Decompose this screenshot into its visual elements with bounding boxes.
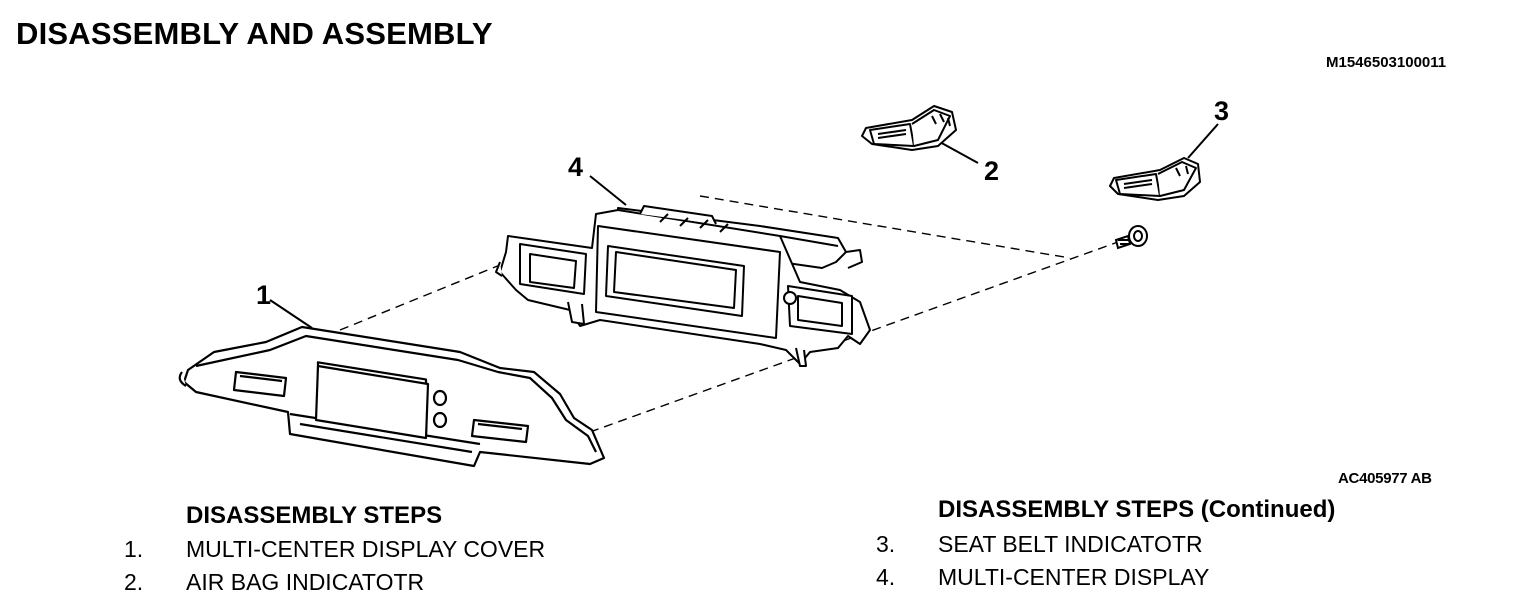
- step-number: 2.: [124, 569, 144, 595]
- step-number: 3.: [876, 531, 896, 557]
- document-code: M1546503100011: [1326, 54, 1447, 71]
- steps-heading-right: DISASSEMBLY STEPS (Continued): [938, 496, 1336, 523]
- step-text: MULTI-CENTER DISPLAY: [938, 564, 1210, 590]
- step-text: MULTI-CENTER DISPLAY COVER: [186, 536, 546, 562]
- callout-2: 2: [984, 156, 1000, 186]
- step-number: 1.: [124, 536, 144, 562]
- figure-code: AC405977 AB: [1338, 470, 1432, 487]
- page-title: DISASSEMBLY AND ASSEMBLY: [16, 16, 493, 51]
- step-text: AIR BAG INDICATOTR: [186, 569, 425, 595]
- step-text: SEAT BELT INDICATOTR: [938, 531, 1203, 557]
- step-number: 4.: [876, 564, 896, 590]
- callout-3: 3: [1214, 96, 1230, 126]
- callout-4: 4: [568, 152, 584, 182]
- multi-center-display-cover: [178, 325, 606, 468]
- callout-1: 1: [256, 280, 272, 310]
- screw: [1114, 225, 1148, 250]
- seat-belt-indicator-connector: [1109, 157, 1201, 201]
- air-bag-indicator-connector: [861, 105, 957, 151]
- multi-center-display-unit: [495, 205, 871, 367]
- steps-heading-left: DISASSEMBLY STEPS: [186, 502, 443, 529]
